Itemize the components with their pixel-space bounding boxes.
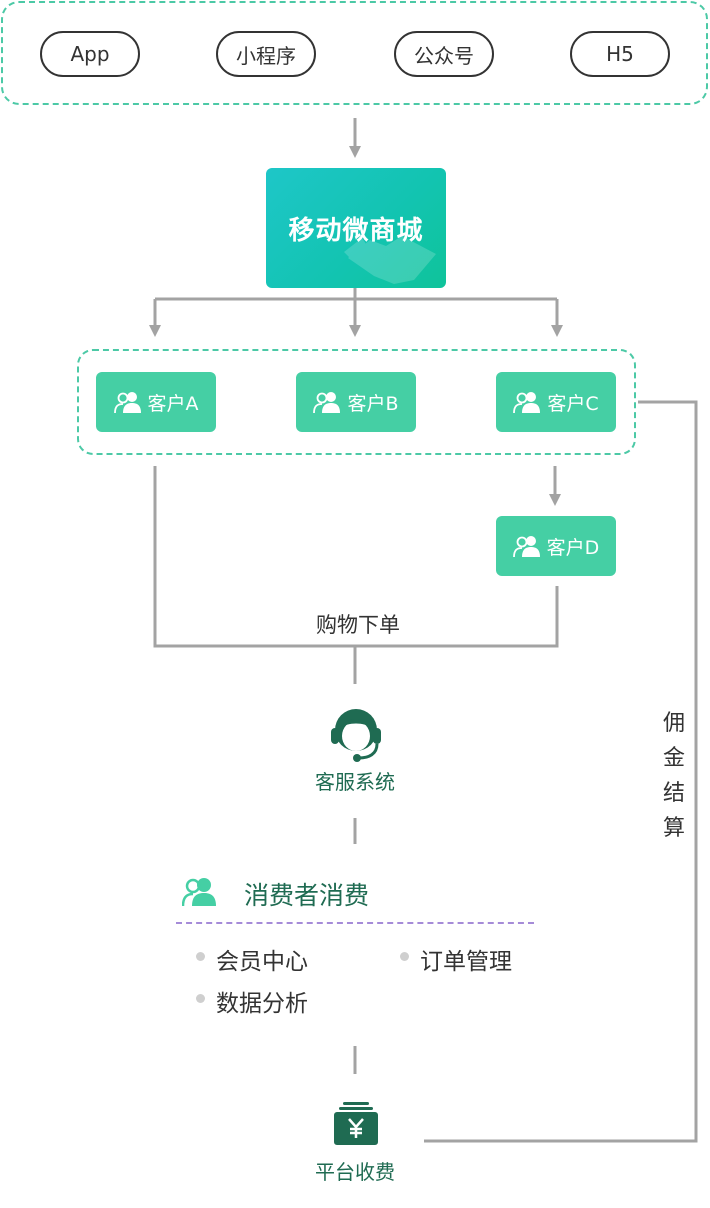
channel-app[interactable]: App — [40, 31, 140, 77]
channel-official-account[interactable]: 公众号 — [394, 31, 494, 77]
customer-b-label: 客户B — [347, 392, 399, 415]
handshake-icon — [344, 236, 436, 284]
users-icon — [182, 878, 216, 906]
commission-char: 金 — [662, 746, 685, 771]
feature-member-center[interactable]: 会员中心 — [216, 949, 308, 975]
commission-char: 算 — [662, 816, 685, 841]
money-yen-icon — [334, 1102, 378, 1145]
bullet-dot — [400, 952, 409, 961]
feature-order-management[interactable]: 订单管理 — [420, 949, 512, 975]
platform-fee-label: 平台收费 — [315, 1160, 395, 1184]
customer-d[interactable]: 客户D — [496, 516, 616, 576]
users-icon — [113, 392, 141, 414]
commission-char: 佣 — [662, 711, 685, 736]
customer-a[interactable]: 客户A — [96, 372, 216, 432]
service-system-label: 客服系统 — [315, 770, 395, 794]
consumer-title: 消费者消费 — [244, 881, 370, 910]
consumer-divider — [176, 922, 534, 924]
purchase-label: 购物下单 — [316, 613, 400, 637]
customer-c[interactable]: 客户C — [496, 372, 616, 432]
mobile-mall-box[interactable]: 移动微商城 — [266, 168, 446, 288]
channel-group — [1, 1, 708, 105]
headset-agent-icon — [331, 709, 381, 762]
commission-label: 佣 金 结 算 — [660, 706, 688, 846]
customer-d-label: 客户D — [546, 536, 600, 559]
mall-title: 移动微商城 — [288, 215, 424, 246]
customer-c-label: 客户C — [547, 392, 599, 415]
customer-b[interactable]: 客户B — [296, 372, 416, 432]
channel-miniprogram[interactable]: 小程序 — [216, 31, 316, 77]
channel-h5[interactable]: H5 — [570, 31, 670, 77]
users-icon — [313, 392, 341, 414]
users-icon — [512, 536, 540, 558]
customer-group — [77, 349, 636, 455]
bullet-dot — [196, 994, 205, 1003]
feature-data-analysis[interactable]: 数据分析 — [216, 991, 308, 1017]
bullet-dot — [196, 952, 205, 961]
commission-char: 结 — [662, 781, 685, 806]
users-icon — [513, 392, 541, 414]
customer-a-label: 客户A — [147, 392, 199, 415]
